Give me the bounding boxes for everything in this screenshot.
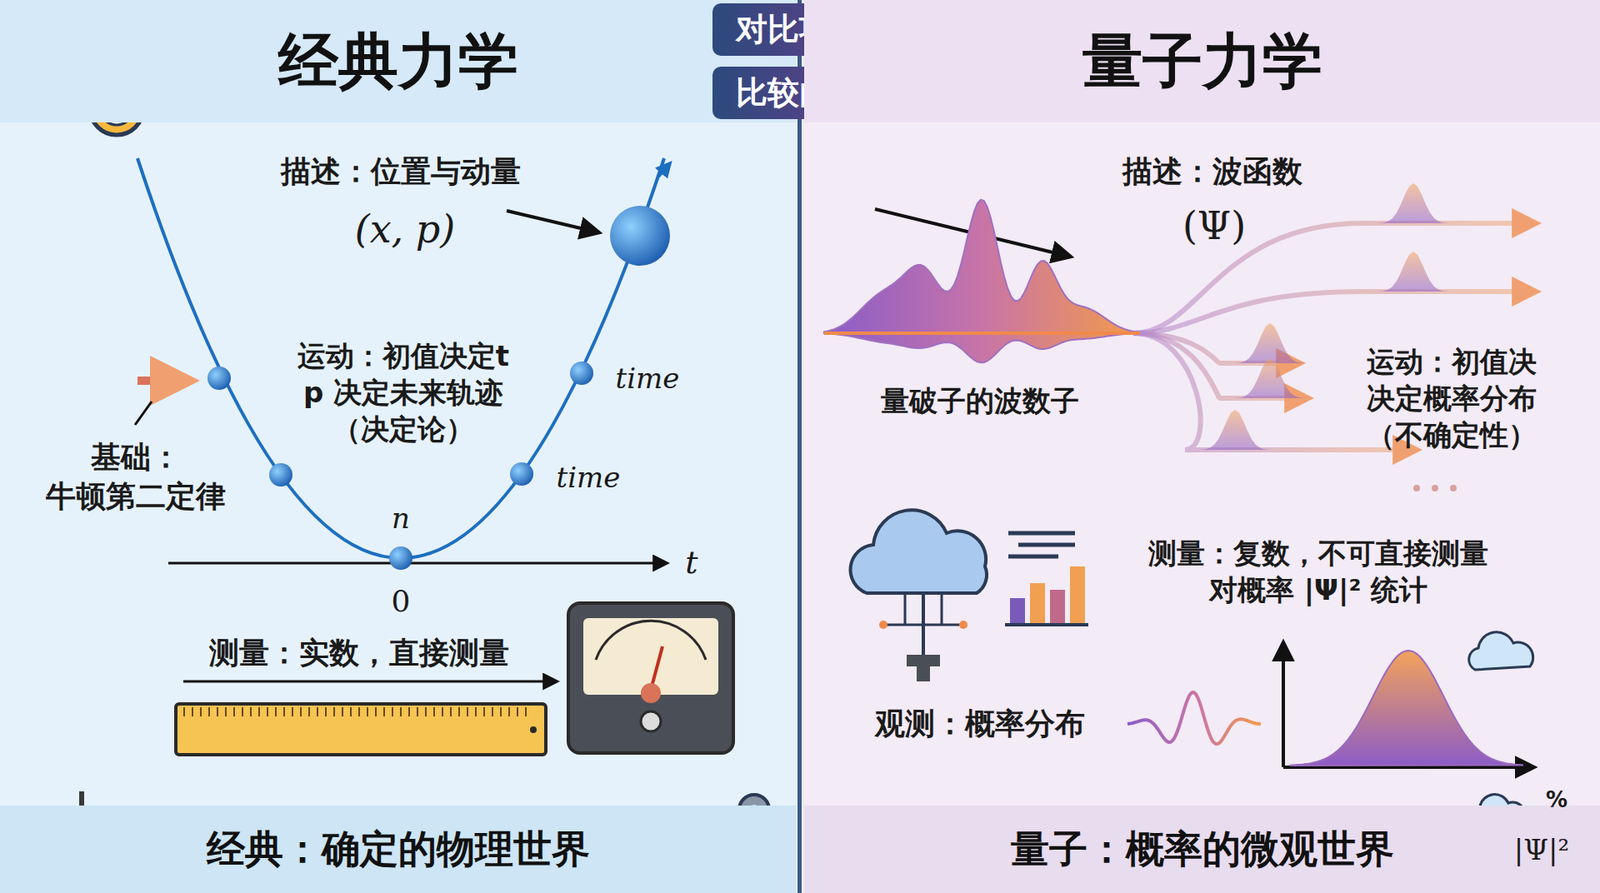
small-packet <box>1193 410 1277 450</box>
description-label: 描述：位置与动量 <box>280 152 521 192</box>
small-packet <box>1228 323 1312 364</box>
ellipsis-dot <box>1431 485 1439 492</box>
bell-curve <box>1290 650 1524 766</box>
wave-caption: 量破子的波数子 <box>880 382 1080 420</box>
time-mark: time <box>615 360 680 397</box>
panel-header: 量子力学 <box>804 0 1600 123</box>
wave-squiggle <box>1127 692 1261 745</box>
formula: (Ψ) <box>1182 201 1246 252</box>
node-text: 经典力学 <box>278 21 519 102</box>
ellipsis-dot <box>1413 485 1420 492</box>
motion-label: 运动：初值决定t p 决定未来轨迹 （决定论） <box>297 337 510 449</box>
probability-plot <box>1127 632 1534 768</box>
footer-band: 量子：概率的微观世界 <box>804 805 1600 893</box>
axis-label: t <box>685 542 698 584</box>
baseline <box>824 331 1140 335</box>
ruler-meter <box>175 603 734 755</box>
small-packet <box>1371 183 1455 224</box>
panel-header: 经典力学 <box>0 0 796 123</box>
psi-mark: |Ψ|² <box>1514 831 1570 869</box>
motion-label: 运动：初值决 决定概率分布 （不确定性） <box>1366 343 1537 455</box>
point-mark: n <box>391 500 410 537</box>
measure-label: 测量：复数，不可直接测量 对概率 |Ψ|² 统计 <box>1148 535 1489 609</box>
node-text: 量子：概率的微观世界 <box>1010 824 1395 876</box>
formula: (x, p) <box>355 205 456 255</box>
small-packet <box>1371 251 1455 292</box>
observation-label: 观测：概率分布 <box>875 705 1085 745</box>
footer-band: 经典：确定的物理世界 <box>0 805 796 893</box>
small-packet <box>1228 358 1312 399</box>
wave-packet <box>824 183 1536 492</box>
basis-label: 基础： 牛顿第二定律 <box>45 438 226 517</box>
cloud-chart-icon <box>850 510 1089 682</box>
axis-origin: 0 <box>391 582 411 622</box>
node-text: 经典：确定的物理世界 <box>206 824 590 876</box>
measure-label: 测量：实数，直接测量 <box>209 634 510 674</box>
probability-stream <box>1133 291 1536 334</box>
node-text: 量子力学 <box>1082 21 1323 102</box>
wave-function <box>824 200 1138 364</box>
time-mark: time <box>556 459 621 496</box>
ellipsis-dot <box>1450 485 1457 492</box>
description-label: 描述：波函数 <box>1122 152 1303 192</box>
percent-mark: % <box>1545 786 1568 815</box>
